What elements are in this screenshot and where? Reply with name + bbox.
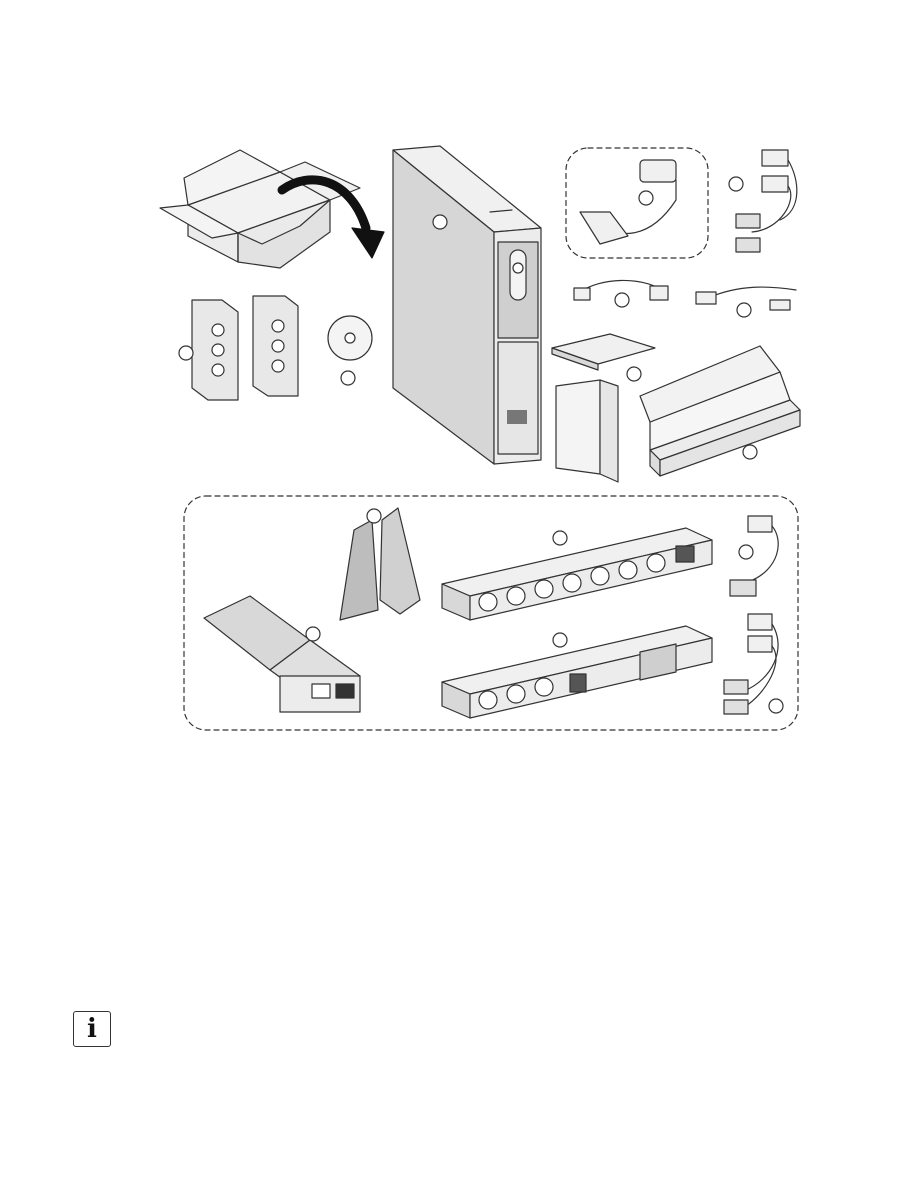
usb-cable-illustration [696, 287, 796, 317]
rail-kit-box-illustration [640, 346, 800, 476]
rack-bracket-illustration [179, 296, 298, 400]
power-distribution-unit-2-illustration [442, 626, 712, 718]
info-icon-box: i [73, 1011, 111, 1047]
tower-stands-illustration [340, 508, 420, 620]
output-cord-illustration [730, 516, 778, 596]
quick-start-leaflet-illustration [556, 380, 618, 482]
power-cord-group [566, 148, 708, 258]
user-manual-illustration [552, 334, 655, 381]
info-icon: i [87, 1016, 97, 1042]
cd-rom-illustration [328, 316, 372, 385]
output-y-cord-illustration [724, 614, 783, 714]
serial-cable-illustration [574, 280, 668, 307]
opened-box-illustration [160, 150, 360, 268]
power-distribution-unit-1-illustration [442, 528, 712, 620]
y-power-cord-illustration [729, 150, 797, 252]
ups-unit-illustration [393, 146, 541, 464]
network-management-card-illustration [204, 596, 360, 712]
